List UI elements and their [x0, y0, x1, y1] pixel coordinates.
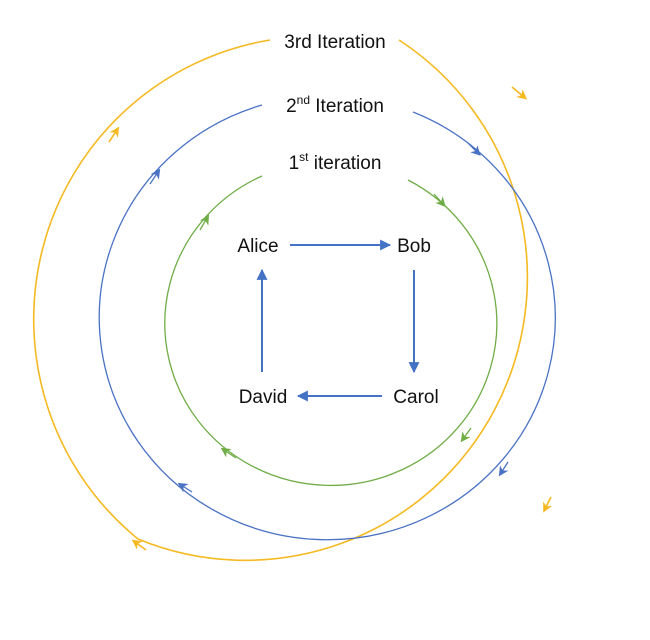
first-iteration-label: 1st iteration: [289, 150, 382, 174]
third-ring-arrow: [131, 539, 147, 551]
third-ring-arc-right: [137, 39, 529, 562]
third-ring-arrow: [543, 496, 553, 513]
third-ring-arrow: [108, 126, 120, 143]
second-ring-arc-right: [98, 104, 556, 541]
first-ring-arrow: [220, 447, 237, 459]
node-david: David: [239, 387, 288, 408]
second-iteration-ring: [98, 104, 556, 541]
first-iteration-text: iteration: [309, 153, 382, 174]
first-iteration-number: 1: [289, 153, 300, 174]
first-ring-arrow: [460, 427, 472, 443]
second-iteration-label: 2nd Iteration: [286, 93, 384, 117]
node-arrows: [256, 239, 420, 402]
third-iteration-text: 3rd Iteration: [284, 32, 385, 53]
second-ring-arrow: [177, 482, 193, 493]
third-ring-arrow: [511, 86, 528, 100]
second-iteration-suffix: nd: [297, 93, 310, 107]
first-iteration-ring: [164, 175, 498, 487]
first-iteration-suffix: st: [299, 150, 309, 164]
second-ring-arrow: [498, 461, 509, 477]
node-bob: Bob: [397, 236, 431, 257]
second-iteration-text: Iteration: [310, 96, 384, 117]
first-ring-arrow: [433, 193, 446, 207]
second-iteration-number: 2: [286, 96, 297, 117]
node-alice: Alice: [237, 236, 278, 257]
first-ring-arrow: [199, 214, 210, 231]
node-carol: Carol: [393, 387, 438, 408]
third-iteration-label: 3rd Iteration: [284, 32, 385, 53]
third-iteration-ring: [32, 39, 553, 562]
second-ring-arrow: [149, 168, 161, 185]
third-ring-arc-left: [32, 39, 271, 540]
first-ring-arc-right: [164, 175, 498, 487]
second-ring-arrow: [467, 142, 481, 156]
